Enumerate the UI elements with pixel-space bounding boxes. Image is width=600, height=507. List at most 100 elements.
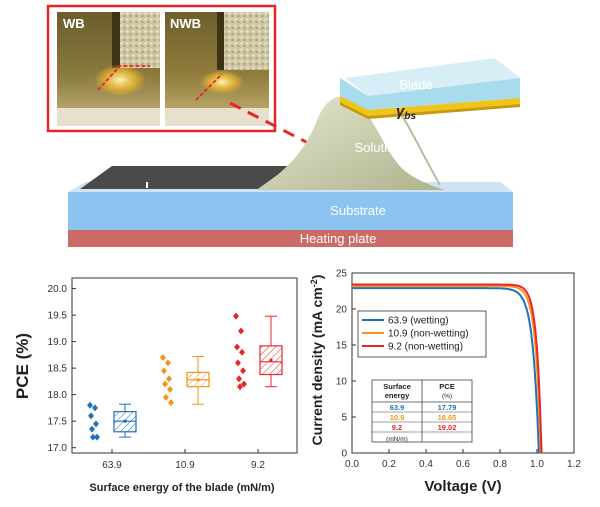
data-point <box>162 380 168 388</box>
solution-label: Solution <box>355 140 402 155</box>
inset-label-nwb: NWB <box>170 16 201 31</box>
jv-x-tick-label: 0.6 <box>456 459 470 470</box>
jv-x-tick-label: 0.0 <box>345 459 359 470</box>
pce-table-energy-cell: 9.2 <box>392 423 402 432</box>
box-chart-marks <box>87 312 283 441</box>
jv-curve-1 <box>352 285 542 454</box>
heating-plate-shape <box>68 230 513 247</box>
data-point <box>235 359 241 367</box>
data-point <box>168 399 174 407</box>
box-mean <box>196 378 200 382</box>
box-chart: 17.0 17.5 18.0 18.5 19.0 19.5 20.0 63.9 10.9 9.2… <box>13 277 298 494</box>
box-chart-x-label: Surface energy of the blade (mN/m) <box>89 482 275 494</box>
jv-y-tick-label: 10 <box>336 377 348 388</box>
jv-y-tick-label: 15 <box>336 341 348 352</box>
box-x-tick-label: 10.9 <box>175 460 195 471</box>
jv-x-tick-label: 0.8 <box>493 459 507 470</box>
data-point <box>90 433 96 441</box>
box-mean <box>269 358 273 362</box>
data-point <box>163 393 169 401</box>
blade-label: Blade <box>399 77 432 92</box>
jv-chart-legend: 63.9 (wetting) 10.9 (non-wetting) 9.2 (non… <box>357 310 487 358</box>
box-x-tick-label: 63.9 <box>102 460 122 471</box>
data-point <box>89 425 95 433</box>
inset-label-wb: WB <box>63 16 85 31</box>
data-point <box>167 385 173 393</box>
pce-table-pce-cell: 17.79 <box>438 403 457 412</box>
jv-legend-label: 10.9 (non-wetting) <box>388 329 469 340</box>
film-marker <box>146 182 148 188</box>
jv-curve-0 <box>352 287 540 454</box>
data-point <box>161 367 167 375</box>
jv-chart-x-label: Voltage (V) <box>424 478 501 495</box>
box-y-tick-label: 17.0 <box>48 443 68 454</box>
schematic: WB NWB Heating plate S <box>46 4 520 247</box>
box-x-tick-label: 9.2 <box>251 460 265 471</box>
blade: Blade γbs <box>340 58 520 122</box>
data-point <box>233 312 239 320</box>
data-point <box>165 359 171 367</box>
pce-table-pce-cell: 19.02 <box>438 423 457 432</box>
box-mean <box>123 419 127 423</box>
box-y-tick-label: 19.5 <box>48 311 68 322</box>
inset-photos: WB NWB <box>46 4 277 133</box>
pce-table-header-pce: PCE <box>439 382 454 391</box>
inset-photo-wb: WB <box>57 12 160 126</box>
data-point <box>88 412 94 420</box>
gamma-bs-label: γbs <box>396 103 416 122</box>
pce-table-energy-cell: 10.9 <box>390 413 405 422</box>
data-point <box>87 401 93 409</box>
jv-chart-y-ticks: 0 5 10 15 20 25 <box>336 269 356 460</box>
jv-chart-y-label: Current density (mA cm-2) <box>309 275 325 446</box>
data-point <box>237 383 243 391</box>
box-y-tick-label: 18.5 <box>48 364 68 375</box>
box-chart-x-ticks: 63.9 10.9 9.2 <box>102 449 265 471</box>
box-y-tick-label: 20.0 <box>48 284 68 295</box>
box-y-tick-label: 18.0 <box>48 390 68 401</box>
data-point <box>239 348 245 356</box>
data-point <box>241 380 247 388</box>
substrate-label: Substrate <box>330 203 386 218</box>
jv-y-tick-label: 20 <box>336 305 348 316</box>
jv-y-tick-label: 5 <box>341 413 347 424</box>
blade-body <box>340 78 520 110</box>
box-chart-y-ticks: 17.0 17.5 18.0 18.5 19.0 19.5 20.0 <box>48 284 76 454</box>
box-chart-y-label: PCE (%) <box>13 333 32 399</box>
heating-plate: Heating plate <box>68 230 513 247</box>
gamma-layer <box>340 96 520 116</box>
box-y-tick-label: 17.5 <box>48 417 68 428</box>
data-point <box>166 375 172 383</box>
data-point <box>240 367 246 375</box>
data-point <box>94 433 100 441</box>
pce-table-header-unit: (%) <box>442 393 452 400</box>
data-point <box>238 327 244 335</box>
data-point <box>236 375 242 383</box>
jv-curve-2 <box>352 283 543 454</box>
heating-plate-label: Heating plate <box>300 231 377 246</box>
data-point <box>160 354 166 362</box>
jv-y-tick-label: 25 <box>336 269 348 280</box>
data-point <box>92 404 98 412</box>
inset-photo-nwb: NWB <box>165 12 269 126</box>
pce-table-footer: (mN/m) <box>386 436 408 443</box>
data-point <box>93 420 99 428</box>
jv-x-tick-label: 0.2 <box>382 459 396 470</box>
jv-legend-label: 9.2 (non-wetting) <box>388 342 463 353</box>
box-y-tick-label: 19.0 <box>48 337 68 348</box>
pce-table-pce-cell: 18.65 <box>438 413 457 422</box>
pce-table-energy-cell: 63.9 <box>390 403 405 412</box>
jv-legend-label: 63.9 (wetting) <box>388 316 449 327</box>
jv-x-tick-label: 0.4 <box>419 459 433 470</box>
jv-x-tick-label: 1.2 <box>567 459 581 470</box>
coated-film <box>80 166 290 189</box>
data-point <box>234 343 240 351</box>
jv-chart-curves <box>352 283 543 454</box>
jv-y-tick-label: 0 <box>341 449 347 460</box>
substrate-front <box>68 192 513 230</box>
solution-meniscus <box>258 96 445 190</box>
